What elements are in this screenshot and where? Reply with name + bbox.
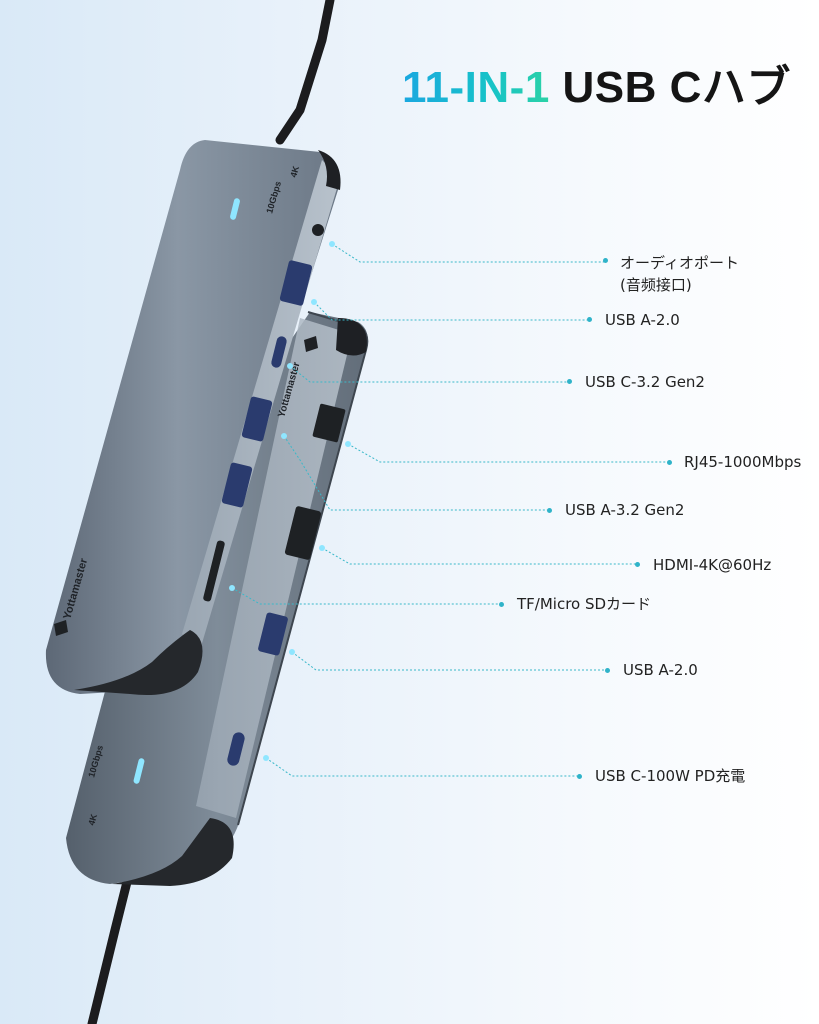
label-usb-c-gen2: USB C-3.2 Gen2 (585, 373, 705, 391)
label-usb-a-3-2: USB A-3.2 Gen2 (565, 501, 685, 519)
leader-line-usb-a-3-2 (283, 435, 548, 511)
dot-usb-c-gen2 (567, 379, 572, 384)
leader-line-rj45 (347, 443, 668, 463)
top-cable (275, 0, 335, 145)
endpoint-usb-a-2-bottom (289, 649, 295, 655)
bottom-cable (87, 865, 135, 1024)
endpoint-audio (329, 241, 335, 247)
label-audio-port: オーディオポート (音频接口) (620, 252, 739, 296)
leader-line-usb-c-pd (265, 757, 578, 777)
leader-line-usb-a-2-bottom (291, 651, 606, 671)
endpoint-usb-c-gen2 (287, 363, 293, 369)
title-accent: 11-IN-1 (402, 63, 550, 112)
leader-line-hdmi (321, 547, 636, 565)
leader-lines (231, 243, 668, 777)
dot-usb-a-2-bottom (605, 668, 610, 673)
page-title: 11-IN-1 USB Cハブ (402, 58, 791, 118)
dot-rj45 (667, 460, 672, 465)
label-audio-line2: (音频接口) (620, 276, 692, 294)
res-badge-front: 4K (288, 164, 301, 178)
endpoint-usb-c-pd (263, 755, 269, 761)
endpoint-usb-a-3-2 (281, 433, 287, 439)
back-hub (66, 311, 369, 886)
leader-line-tf-sd (231, 587, 500, 605)
endpoint-tf-sd (229, 585, 235, 591)
label-usb-a-2-top: USB A-2.0 (605, 311, 680, 329)
dot-hdmi (635, 562, 640, 567)
endpoint-hdmi (319, 545, 325, 551)
leader-line-audio (331, 243, 604, 263)
front-hub (45, 140, 341, 696)
label-usb-a-2-bottom: USB A-2.0 (623, 661, 698, 679)
dot-usb-a-3-2 (547, 508, 552, 513)
label-rj45: RJ45-1000Mbps (684, 453, 802, 471)
dot-usb-a-2-top (587, 317, 592, 322)
dot-usb-c-pd (577, 774, 582, 779)
leader-line-usb-c-gen2 (289, 365, 568, 383)
endpoint-rj45 (345, 441, 351, 447)
label-tf-sd: TF/Micro SDカード (517, 595, 652, 613)
label-usb-c-pd: USB C-100W PD充電 (595, 767, 746, 785)
leader-line-usb-a-2-top (313, 301, 588, 321)
endpoint-usb-a-2-top (311, 299, 317, 305)
label-audio-line1: オーディオポート (620, 254, 739, 272)
dot-tf-sd (499, 602, 504, 607)
label-hdmi: HDMI-4K@60Hz (653, 556, 772, 574)
res-badge-back: 4K (86, 812, 99, 826)
leader-endpoints (229, 241, 351, 761)
title-rest: USB Cハブ (549, 63, 791, 112)
dot-audio (603, 258, 608, 263)
